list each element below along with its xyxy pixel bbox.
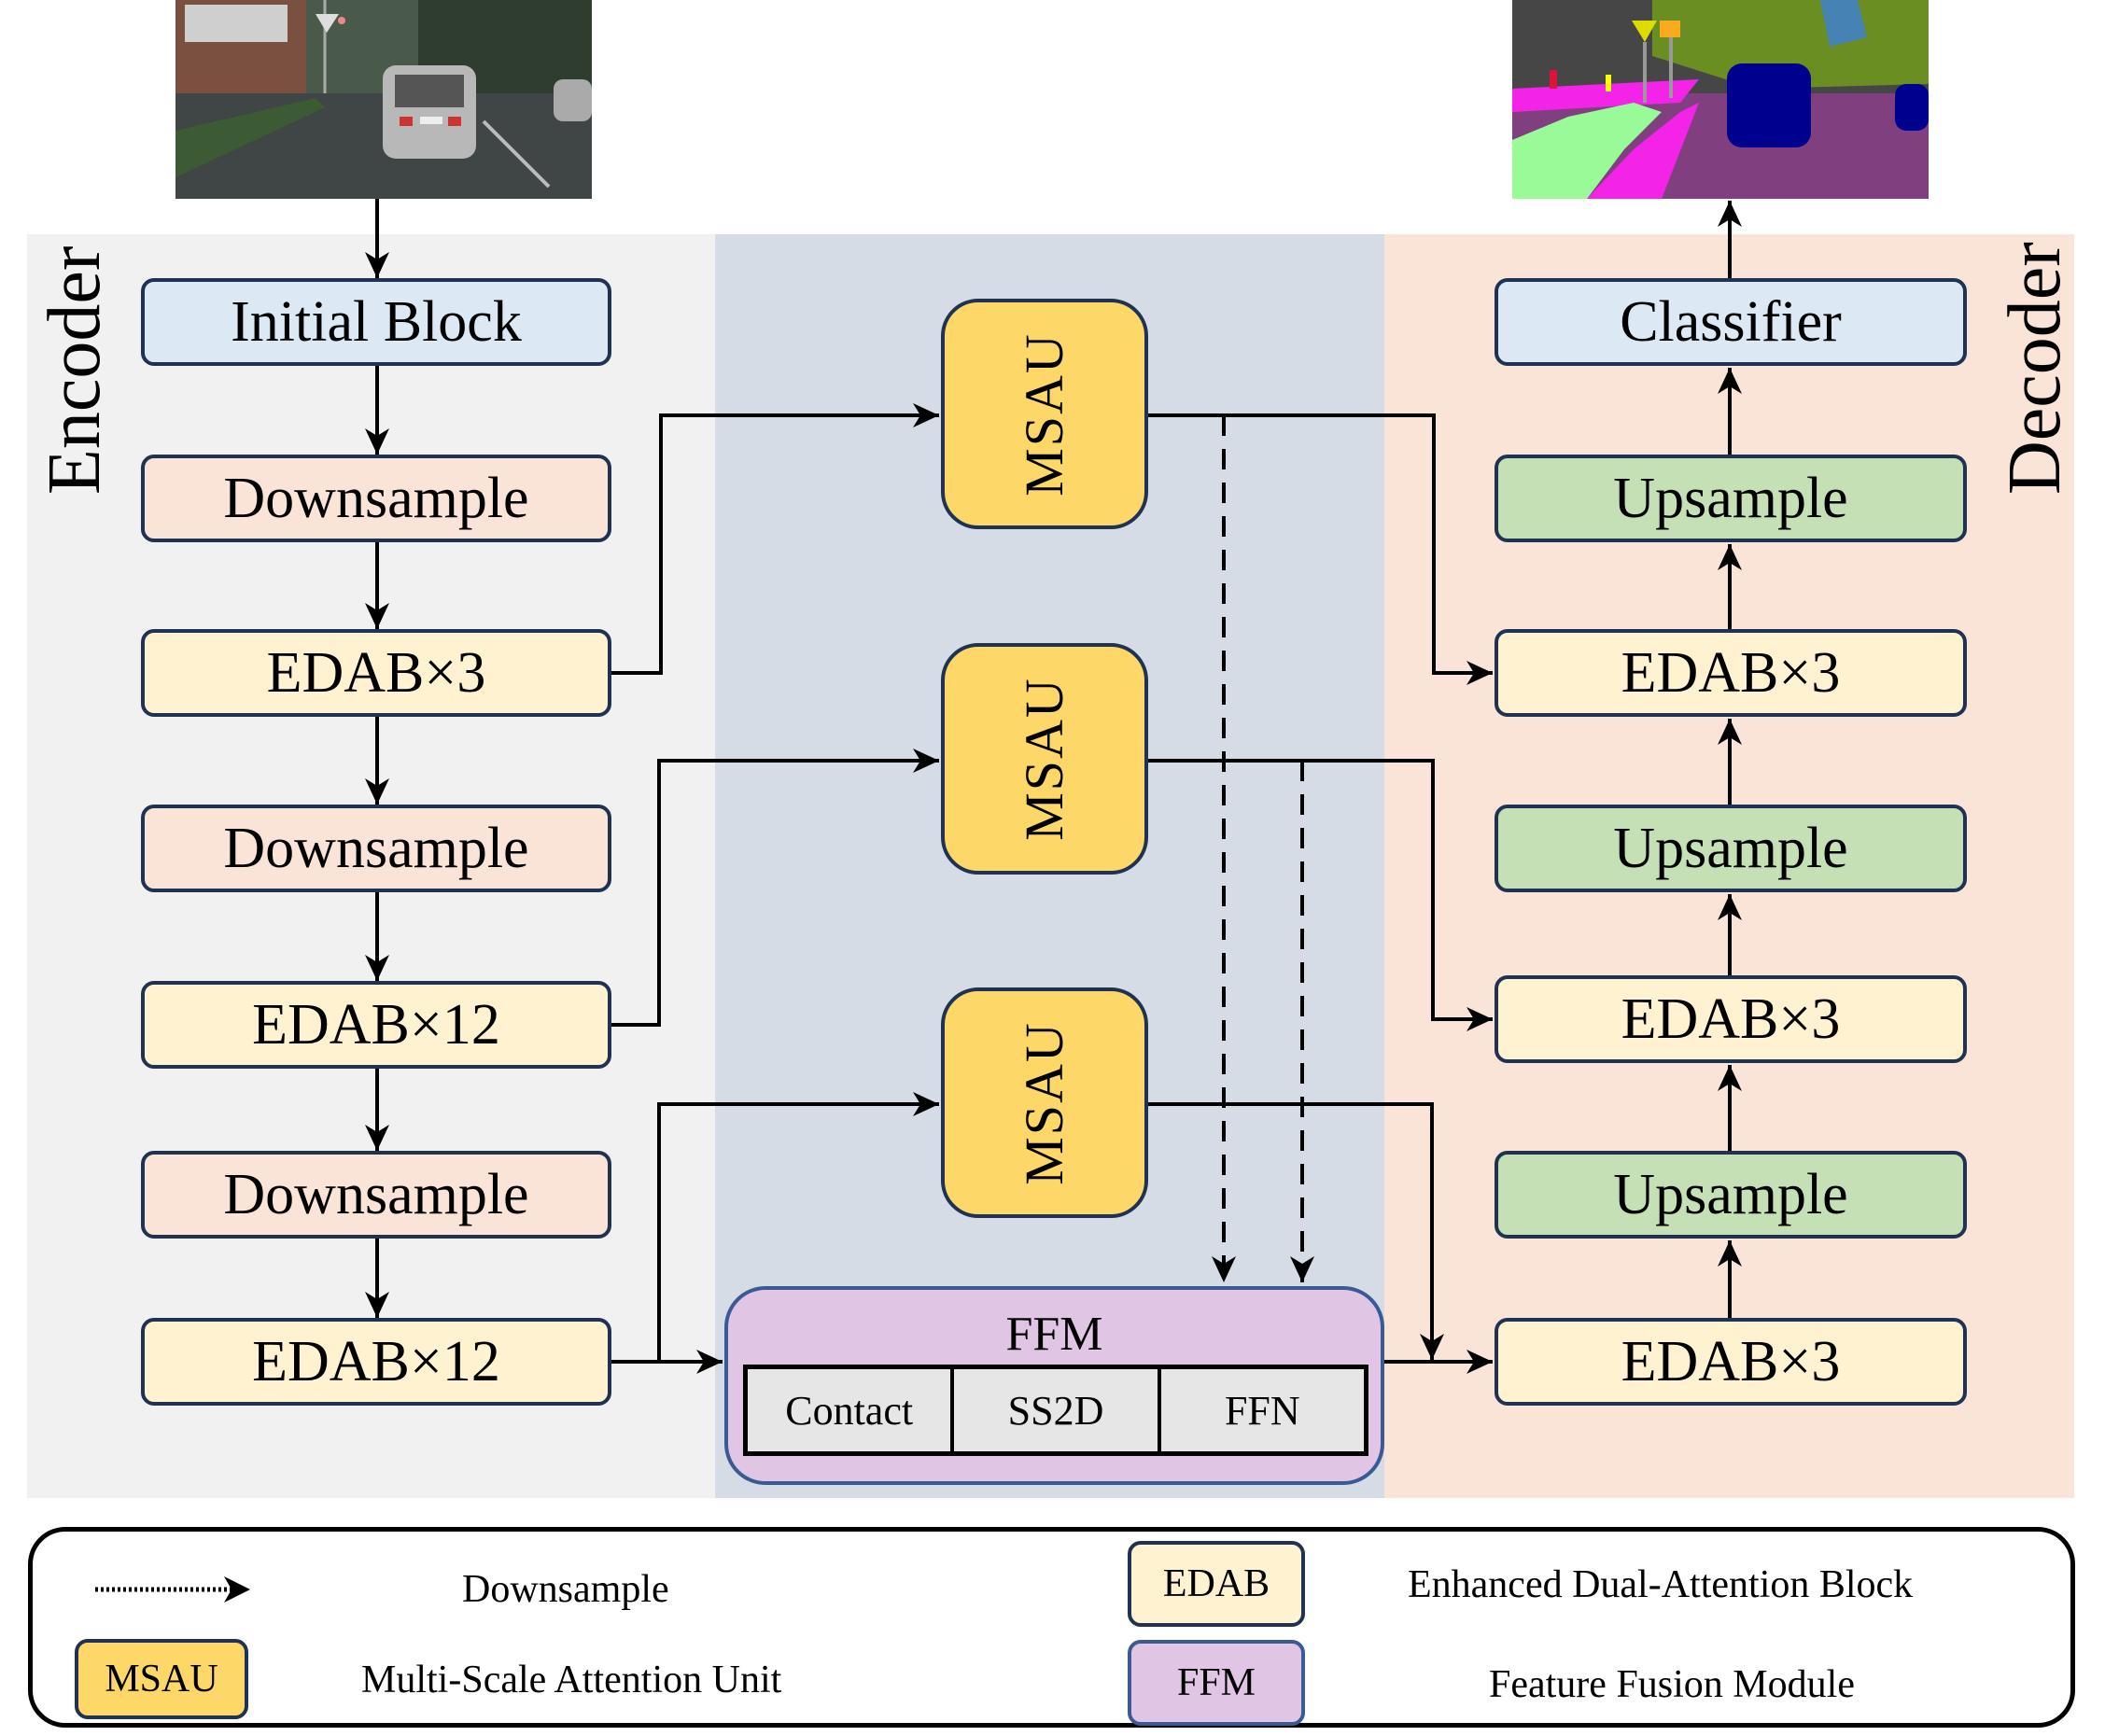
upsample-label: Upsample	[1613, 1163, 1848, 1226]
upsample-label: Upsample	[1613, 817, 1848, 880]
edab-label: EDAB×3	[266, 641, 486, 705]
encoder-edab-block-2: EDAB×12	[141, 981, 611, 1069]
arrow-msau2-to-dec	[1148, 759, 1493, 1031]
edab-label: EDAB×3	[1621, 987, 1841, 1051]
downsample-block-1: Downsample	[141, 455, 611, 542]
ffm-title: FFM	[1005, 1308, 1103, 1361]
msau-label: MSAU	[1013, 677, 1074, 841]
legend: Downsample MSAU Multi-Scale Attention Un…	[28, 1527, 2075, 1728]
msau-block-1: MSAU	[941, 299, 1148, 529]
arrow-msau3-to-ffm-out	[1148, 1102, 1444, 1360]
ffm-module: FFM Contact SS2D FFN	[724, 1286, 1384, 1485]
decoder-edab-block-2: EDAB×3	[1495, 975, 1967, 1063]
downsample-block-3: Downsample	[141, 1151, 611, 1239]
edab-label: EDAB×12	[252, 1330, 500, 1393]
legend-downsample-label: Downsample	[462, 1568, 669, 1611]
ffm-component-ss2d: SS2D	[954, 1369, 1161, 1451]
decoder-edab-block-1: EDAB×3	[1495, 629, 1967, 717]
legend-edab-swatch: EDAB	[1128, 1541, 1305, 1627]
encoder-edab-block-1: EDAB×3	[141, 629, 611, 717]
encoder-edab-block-3: EDAB×12	[141, 1318, 611, 1406]
msau-label: MSAU	[1013, 331, 1074, 497]
output-seg-art	[1512, 0, 1929, 199]
initial-block: Initial Block	[141, 278, 611, 366]
ffm-component-contact: Contact	[748, 1369, 955, 1451]
upsample-block-1: Upsample	[1495, 455, 1967, 542]
downsample-label: Downsample	[223, 817, 529, 880]
msau-block-3: MSAU	[941, 987, 1148, 1218]
upsample-label: Upsample	[1613, 467, 1848, 530]
classifier-label: Classifier	[1620, 290, 1842, 354]
downsample-block-2: Downsample	[141, 805, 611, 892]
legend-ffm-label: Feature Fusion Module	[1489, 1663, 1855, 1706]
arrow-msau1-to-dec	[1148, 413, 1493, 685]
initial-block-label: Initial Block	[231, 290, 522, 354]
edab-label: EDAB×3	[1621, 1330, 1841, 1393]
msau-label: MSAU	[1013, 1020, 1074, 1185]
decoder-edab-block-3: EDAB×3	[1495, 1318, 1967, 1406]
legend-msau-swatch: MSAU	[75, 1639, 248, 1719]
legend-dotted-arrow-icon	[95, 1576, 250, 1603]
input-street-image	[175, 0, 592, 199]
decoder-label: Decoder	[1994, 242, 2076, 495]
legend-ffm-swatch-label: FFM	[1176, 1661, 1256, 1704]
legend-edab-swatch-label: EDAB	[1162, 1562, 1270, 1605]
arrow-edab3-to-msau1	[611, 403, 939, 675]
legend-ffm-swatch: FFM	[1128, 1640, 1305, 1726]
classifier-block: Classifier	[1495, 278, 1967, 366]
msau-block-2: MSAU	[941, 643, 1148, 875]
legend-edab-label: Enhanced Dual-Attention Block	[1408, 1563, 1914, 1606]
upsample-block-3: Upsample	[1495, 1151, 1967, 1239]
arrow-edab12-to-msau2	[611, 749, 939, 1027]
input-photo-art	[175, 0, 592, 199]
edab-label: EDAB×3	[1621, 641, 1841, 705]
edab-label: EDAB×12	[252, 993, 500, 1057]
output-segmentation-image	[1512, 0, 1929, 199]
encoder-label: Encoder	[34, 245, 116, 495]
downsample-label: Downsample	[223, 467, 529, 530]
ffm-component-ffn: FFN	[1224, 1387, 1300, 1434]
legend-msau-label: Multi-Scale Attention Unit	[361, 1659, 782, 1701]
ffm-components: Contact SS2D FFN	[743, 1365, 1368, 1456]
arrow-edab12b-to-msau3	[657, 1092, 939, 1362]
upsample-block-2: Upsample	[1495, 805, 1967, 892]
legend-msau-swatch-label: MSAU	[105, 1658, 218, 1701]
downsample-label: Downsample	[223, 1163, 529, 1226]
